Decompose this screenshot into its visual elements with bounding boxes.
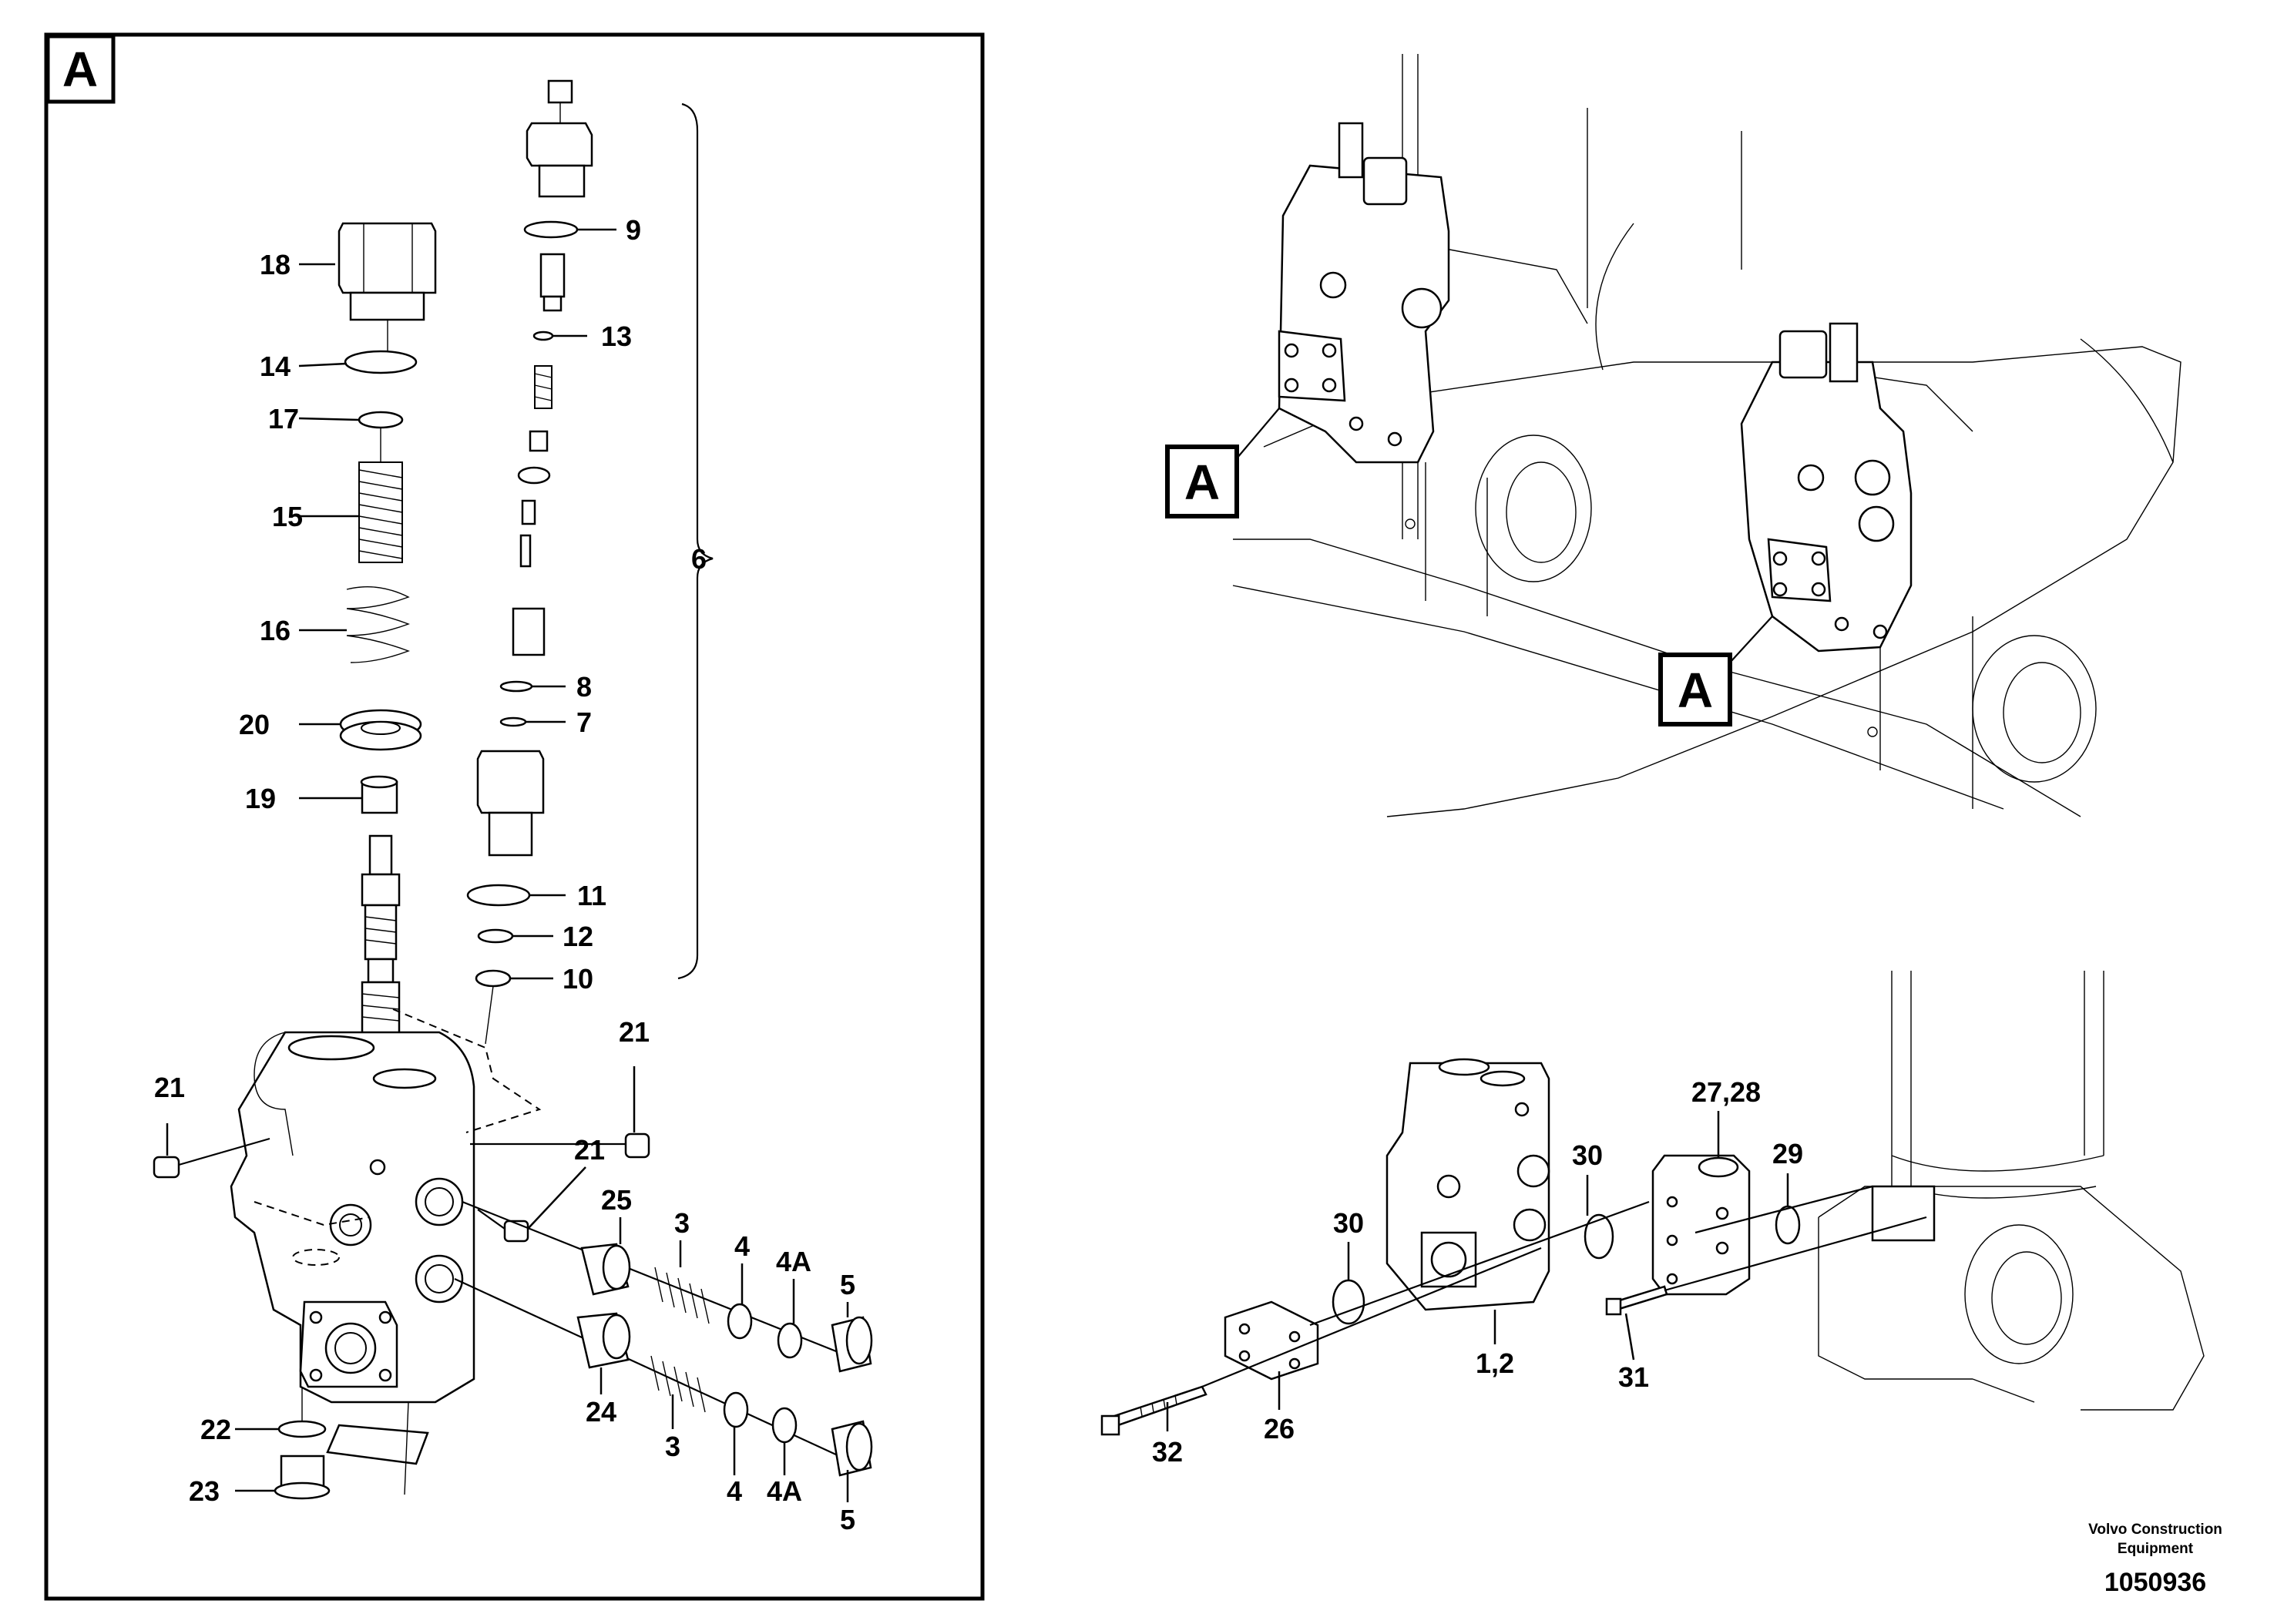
oring-14 <box>344 350 418 374</box>
dashed-guide <box>392 1008 542 1133</box>
callout-21-right: 21 <box>619 1016 650 1048</box>
callout-32: 32 <box>1152 1436 1183 1468</box>
panel-tag-box <box>45 34 116 104</box>
seal-30-a <box>1332 1279 1365 1325</box>
callout-8: 8 <box>576 671 592 703</box>
oring-11 <box>466 884 531 907</box>
pilot-valve-stack <box>466 79 593 1045</box>
callout-22: 22 <box>200 1414 231 1445</box>
check-valve-upper <box>462 1200 873 1373</box>
callout-18: 18 <box>260 249 291 280</box>
callout-29: 29 <box>1772 1138 1803 1169</box>
callout-12: 12 <box>563 921 593 952</box>
location-tag-2: A <box>1678 663 1713 718</box>
ring-10 <box>475 969 512 988</box>
callout-3-lower: 3 <box>665 1431 680 1462</box>
callout-17: 17 <box>268 403 299 435</box>
callout-3-upper: 3 <box>674 1207 690 1239</box>
callout-labels: 18 14 17 15 16 20 19 21 21 21 25 3 4 4A … <box>154 214 1803 1535</box>
callout-25: 25 <box>601 1184 632 1216</box>
callout-24: 24 <box>586 1396 616 1428</box>
callout-4-lower: 4 <box>727 1475 742 1507</box>
callout-21-mid: 21 <box>574 1134 605 1166</box>
callout-5-lower: 5 <box>840 1504 855 1535</box>
ring-12 <box>477 928 514 944</box>
reference-number: 1050936 <box>2104 1568 2207 1597</box>
callout-19: 19 <box>245 783 276 814</box>
panel-frame <box>44 32 985 1601</box>
oring-9 <box>523 220 579 239</box>
cap-18-base <box>349 291 425 321</box>
callout-23: 23 <box>189 1475 220 1507</box>
callout-16: 16 <box>260 615 291 646</box>
spring-16 <box>346 586 410 663</box>
valve-body <box>230 1031 475 1404</box>
ring-8 <box>499 680 533 693</box>
name-plate <box>326 1424 429 1465</box>
spool <box>361 834 401 1038</box>
callout-11: 11 <box>577 880 606 911</box>
callout-30-b: 30 <box>1572 1139 1603 1171</box>
leader-lines <box>166 228 1789 1502</box>
callout-31: 31 <box>1618 1361 1649 1393</box>
machine-top-view <box>1232 54 2181 817</box>
ring-13 <box>532 331 554 341</box>
callout-1-2: 1,2 <box>1476 1347 1514 1379</box>
cap-18 <box>338 222 437 294</box>
callout-15: 15 <box>272 501 303 532</box>
plug-21-group <box>153 1132 650 1243</box>
callout-6: 6 <box>691 543 707 575</box>
seal-29 <box>1775 1205 1801 1245</box>
callout-10: 10 <box>563 963 593 995</box>
relief-valve-stack <box>338 222 437 1071</box>
credit-line-2: Equipment <box>2117 1541 2194 1557</box>
callout-4a-upper: 4A <box>776 1246 811 1277</box>
brace-6 <box>677 102 714 980</box>
credit-line-1: Volvo Construction <box>2088 1522 2222 1538</box>
location-tag-box-2 <box>1658 653 1732 726</box>
callout-4-upper: 4 <box>734 1230 750 1262</box>
ring-7 <box>499 716 527 727</box>
callout-27-28: 27,28 <box>1691 1076 1761 1108</box>
callout-13: 13 <box>601 320 632 352</box>
location-tag-1: A <box>1184 455 1220 510</box>
ring-22 <box>277 1420 327 1438</box>
callout-30-a: 30 <box>1333 1207 1364 1239</box>
panel-tag: A <box>62 42 98 97</box>
callout-14: 14 <box>260 351 291 382</box>
location-tag-box-1 <box>1165 445 1239 518</box>
machine-bottom-view <box>1100 971 2205 1436</box>
callout-21-left: 21 <box>154 1072 185 1103</box>
callout-7: 7 <box>576 706 592 738</box>
callout-5-upper: 5 <box>840 1269 855 1300</box>
seal-30-b <box>1584 1213 1614 1260</box>
spring-15 <box>358 461 403 563</box>
callout-20: 20 <box>239 709 270 740</box>
check-valve-lower <box>454 1278 873 1477</box>
callout-26: 26 <box>1264 1413 1295 1444</box>
callout-9: 9 <box>626 214 641 246</box>
callout-4a-lower: 4A <box>767 1475 802 1507</box>
detail-panel-a: A <box>44 32 985 1601</box>
ring-17 <box>358 411 404 429</box>
